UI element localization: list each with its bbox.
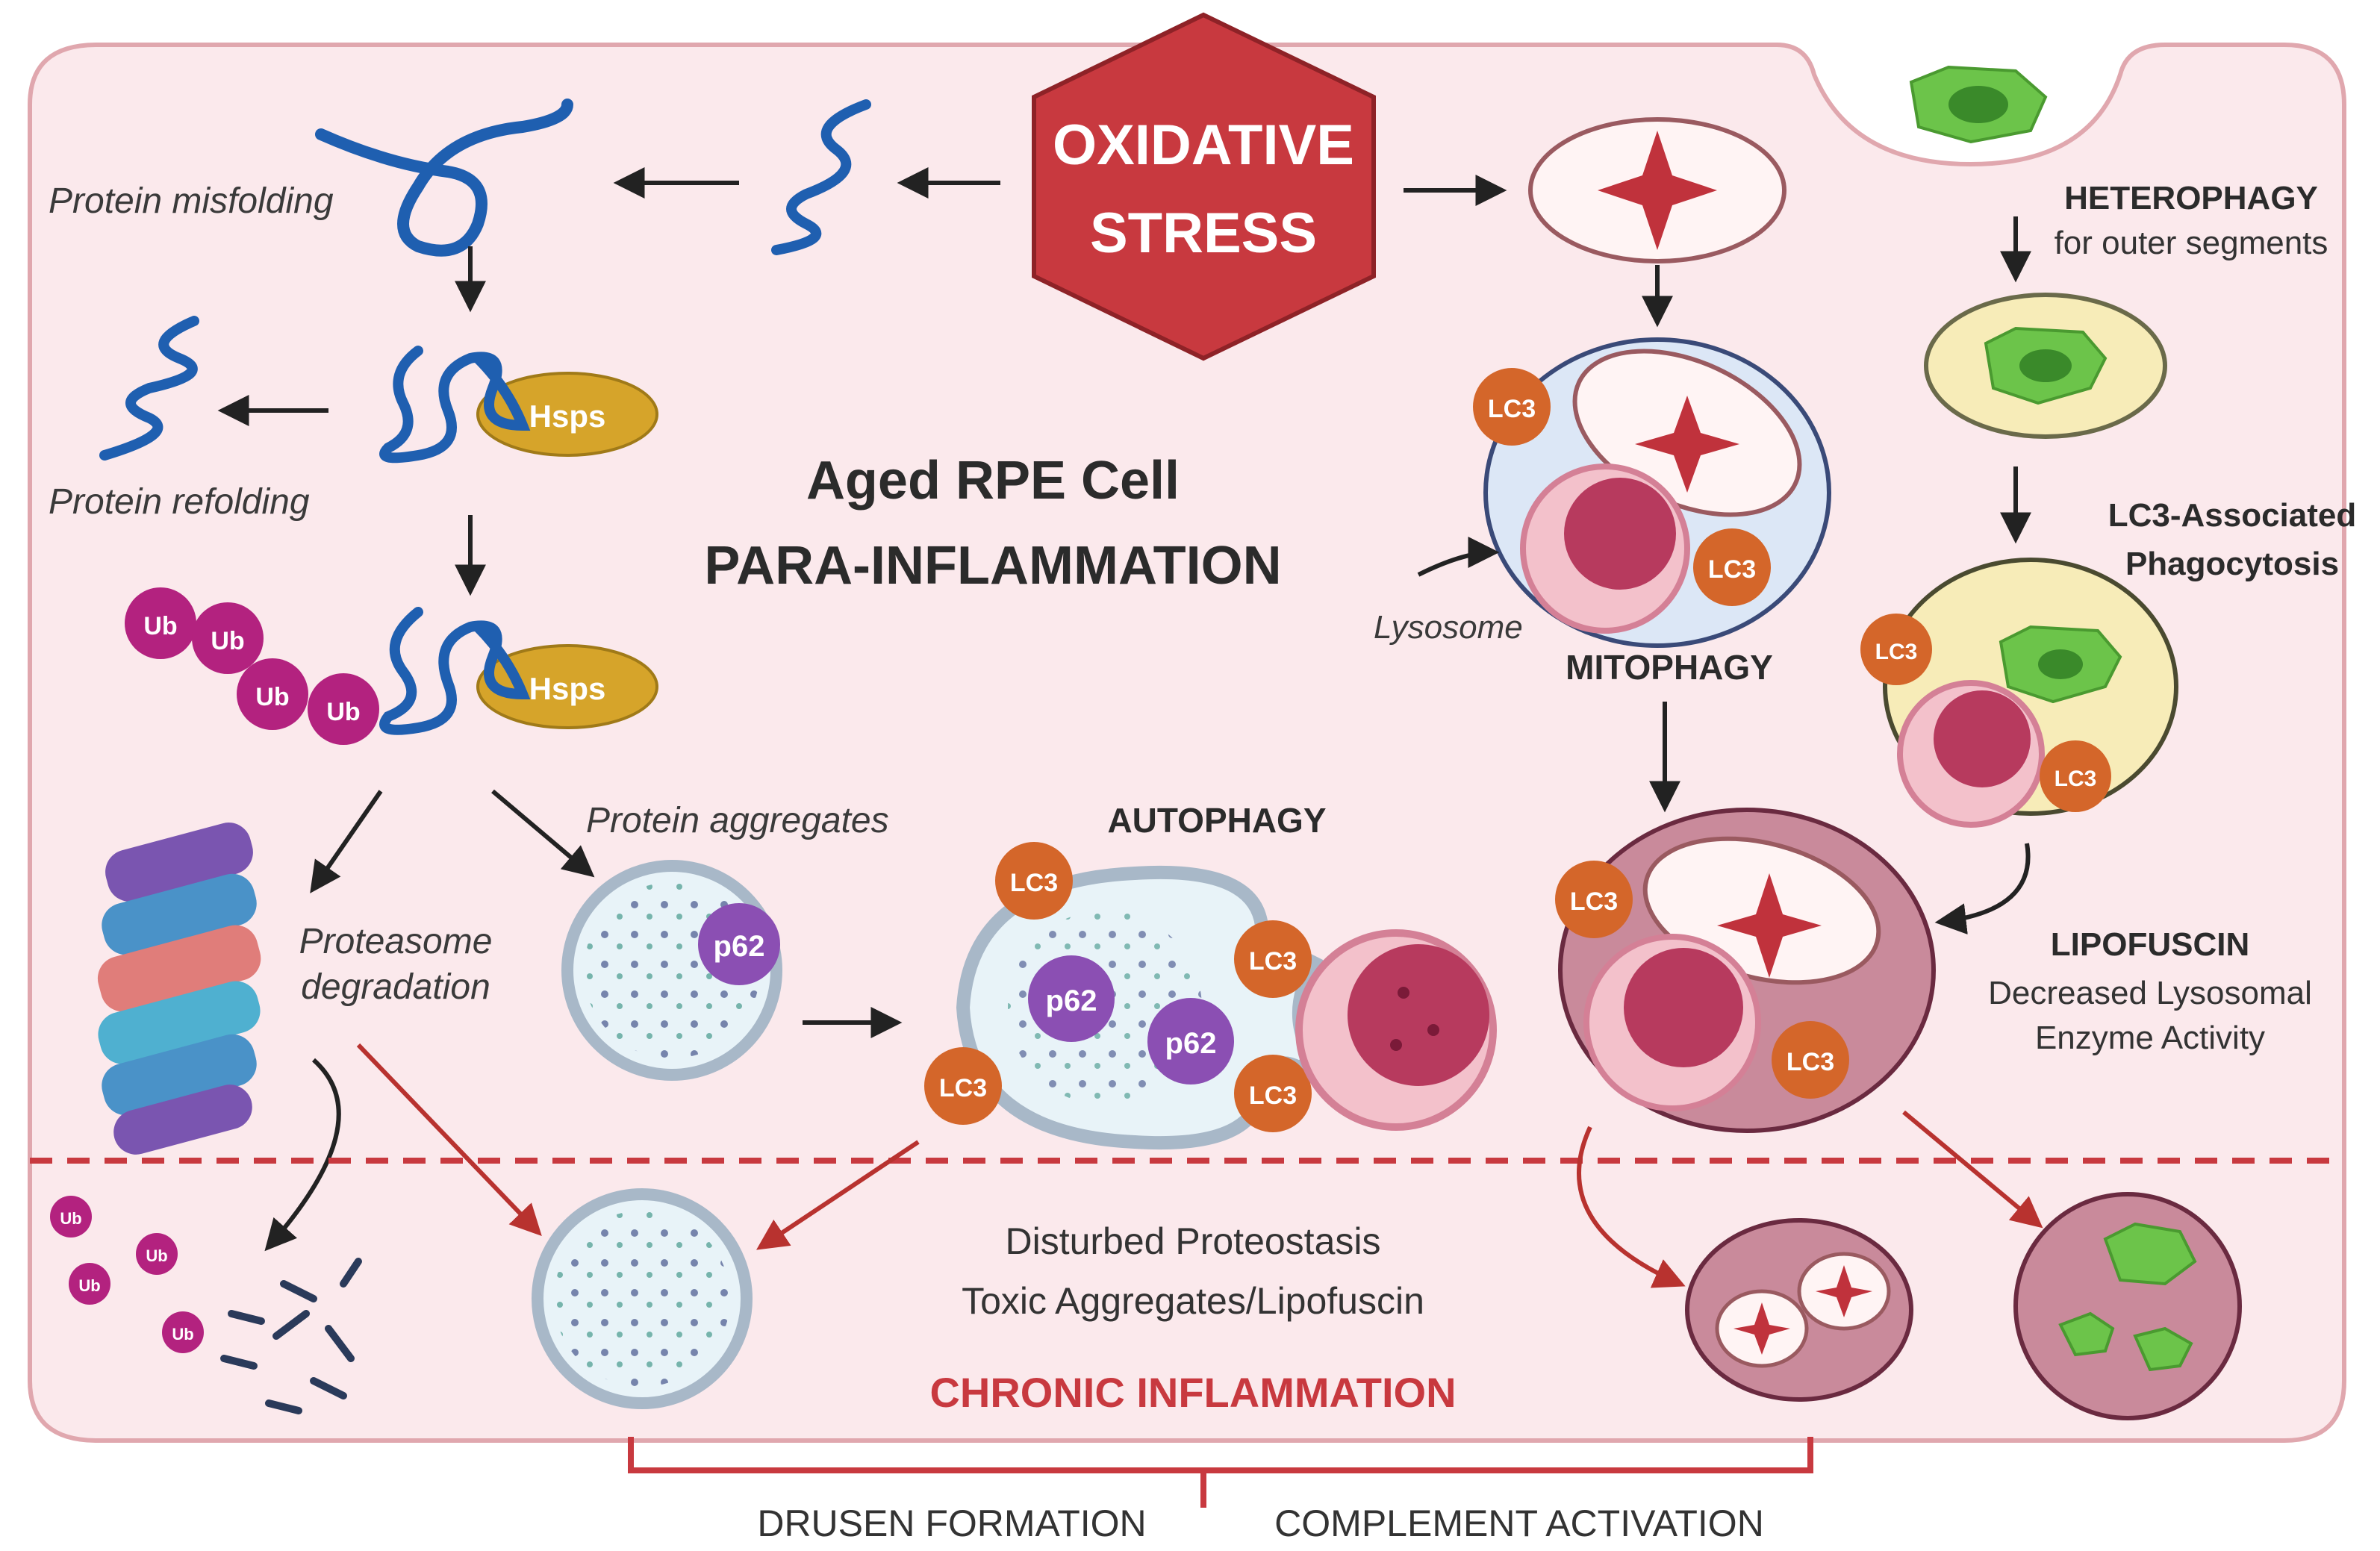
lc3-autophagy-3: LC3 xyxy=(1249,947,1297,976)
misfolded-protein-small xyxy=(771,99,871,255)
lc3-autophagy-2: LC3 xyxy=(939,1074,987,1102)
p62-label-2: p62 xyxy=(1046,984,1097,1017)
label-protein-misfolding: Protein misfolding xyxy=(49,181,334,221)
diagram-title-line1: Aged RPE Cell xyxy=(806,451,1180,511)
label-proteasome-line1: Proteasome xyxy=(299,922,493,961)
oxidative-stress-hexagon: OXIDATIVE STRESS xyxy=(1032,12,1376,361)
residual-mito-body xyxy=(1685,1218,1913,1402)
lc3-mitophagy-1: LC3 xyxy=(1488,395,1536,423)
label-drusen-formation: DRUSEN FORMATION xyxy=(757,1502,1146,1544)
lysosome-autophagy xyxy=(1295,929,1497,1131)
label-lipofuscin-line3: Enzyme Activity xyxy=(2035,1020,2265,1056)
label-chronic-inflammation: CHRONIC INFLAMMATION xyxy=(929,1369,1456,1416)
label-protein-refolding: Protein refolding xyxy=(49,482,310,522)
proteasome xyxy=(97,823,261,1155)
outer-segment-incoming xyxy=(1909,65,2048,144)
ubiquitinated-complex: Hsps Ub Ub Ub Ub xyxy=(125,587,658,745)
ub-frag-3: Ub xyxy=(78,1276,100,1295)
label-autophagy: AUTOPHAGY xyxy=(1107,801,1326,840)
ub-frag-4: Ub xyxy=(172,1325,193,1344)
diagram-title-line2: PARA-INFLAMMATION xyxy=(704,536,1281,596)
p62-label-3: p62 xyxy=(1165,1027,1217,1060)
mitophagosome: LC3 LC3 xyxy=(1473,337,1831,648)
label-heterophagy: HETEROPHAGY xyxy=(2064,180,2318,216)
label-lap-line1: LC3-Associated xyxy=(2108,497,2357,534)
label-toxic-aggregates: Toxic Aggregates/Lipofuscin xyxy=(962,1280,1424,1322)
protein-aggregate-vesicle: p62 xyxy=(561,860,782,1081)
protein-hsps-complex: Hsps xyxy=(379,346,658,464)
damaged-mitochondrion xyxy=(1528,117,1786,263)
label-mitophagy: MITOPHAGY xyxy=(1566,648,1773,687)
lipofuscin-body: LC3 LC3 xyxy=(1555,808,1936,1133)
misfolded-protein-large xyxy=(315,99,573,257)
ub-frag-1: Ub xyxy=(60,1209,81,1228)
phagosome xyxy=(1924,293,2167,439)
lc3-autophagy-1: LC3 xyxy=(1010,869,1058,897)
ub-1: Ub xyxy=(143,612,177,640)
ub-4: Ub xyxy=(326,698,360,726)
label-heterophagy-sub: for outer segments xyxy=(2055,225,2328,261)
lap-phagosome: LC3 LC3 xyxy=(1860,558,2178,828)
label-disturbed-proteostasis: Disturbed Proteostasis xyxy=(1005,1220,1380,1262)
pathway-arrows xyxy=(217,167,2031,1252)
hsps-label-1: Hsps xyxy=(529,399,606,434)
label-lipofuscin: LIPOFUSCIN xyxy=(2051,926,2249,963)
red-arrows xyxy=(356,1043,2043,1288)
residual-os-body xyxy=(2013,1192,2242,1420)
label-lap-line2: Phagocytosis xyxy=(2125,546,2339,582)
autophagosome: p62 p62 LC3 LC3 LC3 LC3 xyxy=(924,842,1324,1150)
lc3-lap-2: LC3 xyxy=(2055,767,2097,791)
hsps-label-2: Hsps xyxy=(529,671,606,706)
lc3-autophagy-4: LC3 xyxy=(1249,1082,1297,1110)
label-protein-aggregates: Protein aggregates xyxy=(586,801,889,840)
lc3-mitophagy-2: LC3 xyxy=(1708,555,1756,584)
lc3-lipofuscin-1: LC3 xyxy=(1570,887,1618,916)
lc3-lap-1: LC3 xyxy=(1875,640,1918,664)
degraded-ub-fragments: Ub Ub Ub Ub xyxy=(50,1196,362,1414)
label-lipofuscin-line2: Decreased Lysosomal xyxy=(1988,975,2312,1011)
lc3-lipofuscin-2: LC3 xyxy=(1786,1048,1834,1076)
stress-line1: OXIDATIVE xyxy=(1053,113,1354,177)
label-proteasome-line2: degradation xyxy=(301,967,490,1007)
label-lysosome: Lysosome xyxy=(1374,609,1523,646)
refolded-protein xyxy=(99,316,199,461)
ub-3: Ub xyxy=(255,683,289,711)
stress-line2: STRESS xyxy=(1090,202,1317,265)
label-complement-activation: COMPLEMENT ACTIVATION xyxy=(1274,1502,1764,1544)
toxic-aggregate-vesicle xyxy=(532,1188,753,1409)
ub-frag-2: Ub xyxy=(146,1246,167,1265)
p62-label-1: p62 xyxy=(714,930,765,963)
outcome-bracket xyxy=(628,1437,1813,1508)
ub-2: Ub xyxy=(211,627,244,655)
